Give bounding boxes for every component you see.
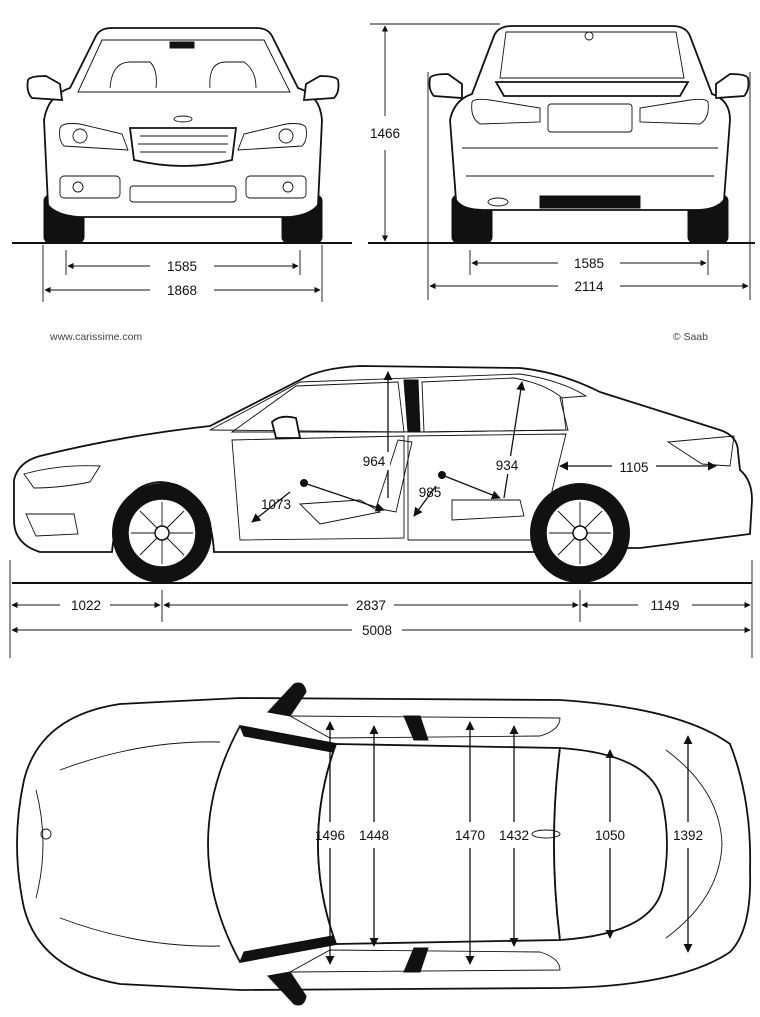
- b-pillar: [403, 379, 421, 433]
- front-mirror-left: [26, 75, 64, 101]
- rear-exhaust: [487, 197, 509, 207]
- front-width-label: 1868: [167, 283, 197, 298]
- front-body: [43, 27, 323, 218]
- front-seat-left: [109, 61, 157, 89]
- rear-body: [449, 25, 731, 211]
- front-windshield: [77, 39, 291, 93]
- front-foglight-left: [59, 175, 121, 199]
- top-hood-badge: [40, 828, 52, 840]
- top-windshield: [207, 724, 338, 964]
- rear-track-label: 1585: [574, 256, 604, 271]
- rear-taillight-left: [471, 98, 541, 125]
- rear-view: 1466 1585 2114: [368, 23, 755, 300]
- top-roof: [317, 743, 562, 945]
- rear-plate-recess: [547, 103, 633, 133]
- rear-badge: [584, 31, 594, 41]
- overall-length-label: 5008: [362, 623, 392, 638]
- top-rear-window: [553, 747, 668, 941]
- rear-mirror-left: [428, 73, 463, 99]
- side-headlight: [23, 465, 101, 489]
- front-shoulder-label: 1496: [315, 828, 345, 843]
- rear-taillight-right: [639, 98, 709, 125]
- front-hip-label: 1448: [359, 828, 389, 843]
- top-trunk-emblem: [531, 829, 561, 839]
- front-headlight-right: [237, 123, 307, 151]
- top-mirror-right: [267, 971, 307, 1006]
- front-legroom-line: [303, 482, 385, 512]
- top-mirror-left: [267, 682, 307, 717]
- front-headlight-left-lens: [72, 128, 88, 144]
- rear-window: [499, 31, 685, 79]
- rear-legroom-label: 985: [419, 485, 442, 500]
- side-foglight: [25, 513, 79, 537]
- front-foglight-right: [245, 175, 307, 199]
- side-view: 964 934 1073 985 1105 1022 2837 1149 500…: [9, 365, 753, 658]
- front-headlight-left: [59, 123, 129, 151]
- rear-width-label: 2114: [574, 279, 604, 294]
- rear-legroom-line: [441, 474, 501, 500]
- front-mirror-right: [302, 75, 340, 101]
- trunk-length-label: 1105: [619, 460, 648, 475]
- rear-headroom-line: [503, 381, 526, 499]
- front-headlight-right-lens: [278, 128, 294, 144]
- side-front-seat-cushion: [298, 499, 382, 525]
- rear-mirror-right: [715, 73, 750, 99]
- side-front-seatback: [375, 439, 413, 513]
- front-view: 1585 1868: [12, 27, 352, 302]
- front-headroom-label: 964: [363, 454, 386, 469]
- wheelbase-label: 2837: [356, 598, 386, 613]
- front-lower-intake: [129, 185, 237, 203]
- side-rear-seat-cushion: [451, 499, 525, 521]
- copyright-credit: © Saab: [673, 331, 708, 343]
- front-grille: [128, 127, 238, 167]
- side-mirror: [271, 415, 302, 439]
- front-legroom-label: 1073: [261, 497, 291, 512]
- front-badge: [173, 115, 193, 123]
- rear-headroom-label: 934: [496, 458, 519, 473]
- top-side-glass-left: [289, 715, 561, 739]
- rear-diffuser: [539, 195, 641, 209]
- rear-overhang-label: 1149: [650, 598, 679, 613]
- website-credit: www.carissime.com: [49, 331, 142, 343]
- front-door: [231, 435, 405, 541]
- rear-spoiler: [494, 81, 690, 97]
- rear-hip-label: 1432: [499, 828, 529, 843]
- front-track-label: 1585: [167, 259, 197, 274]
- rear-side-window: [421, 377, 567, 433]
- side-taillight: [666, 435, 735, 467]
- front-side-window: [230, 381, 405, 433]
- trunk-opening-label: 1050: [595, 828, 625, 843]
- top-side-glass-right: [289, 949, 561, 973]
- side-window-frame: [209, 373, 588, 433]
- front-overhang-label: 1022: [71, 598, 101, 613]
- rear-height-label: 1466: [370, 126, 400, 141]
- rear-shoulder-label: 1470: [455, 828, 485, 843]
- mirror-mount: [169, 41, 195, 49]
- front-seat-right: [209, 61, 257, 89]
- trunk-width-label: 1392: [673, 828, 703, 843]
- top-view: 1496 1448 1470 1432 1050 1392: [16, 682, 752, 1006]
